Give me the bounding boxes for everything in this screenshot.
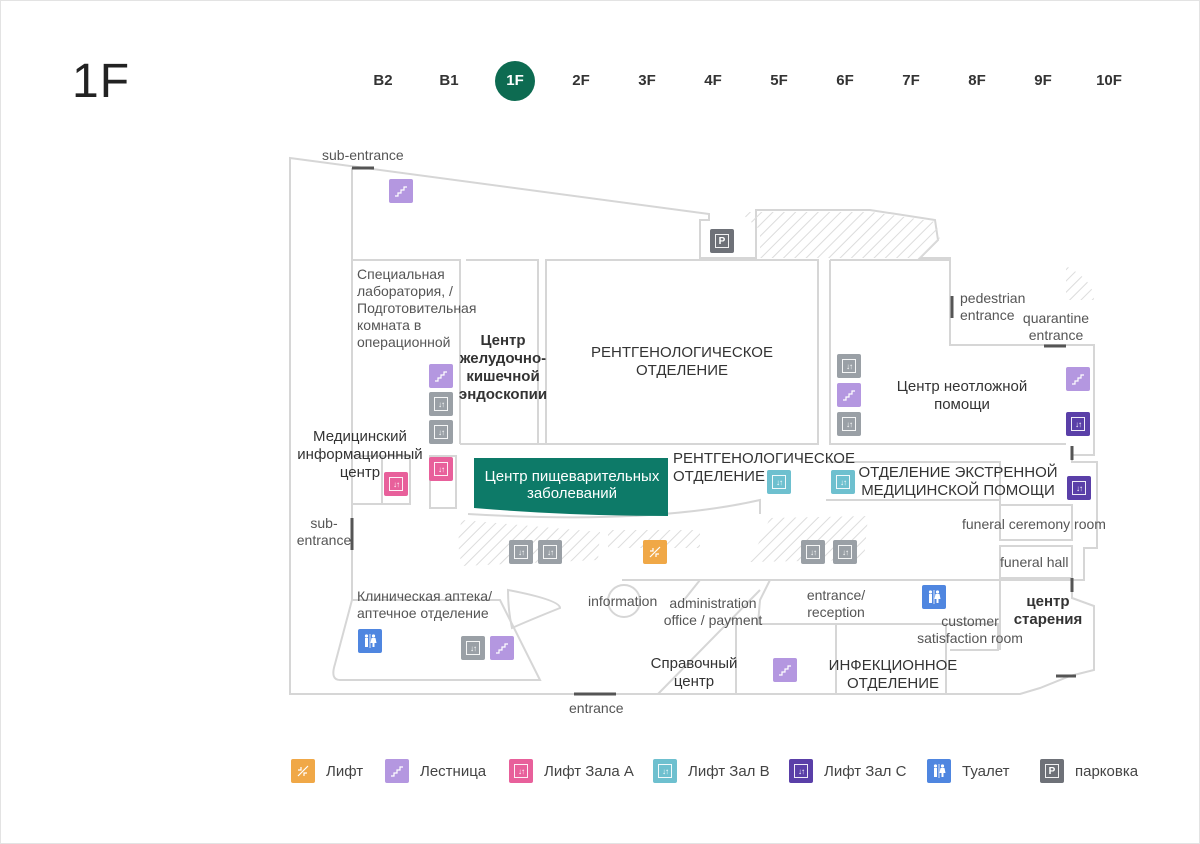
floor-title: 1F xyxy=(72,55,131,108)
elevator-icon[interactable]: ↓↑ xyxy=(429,392,453,416)
legend-label: Лифт Зал C xyxy=(824,762,907,780)
elevator-icon[interactable]: ↓↑ xyxy=(833,540,857,564)
stairs-icon[interactable] xyxy=(773,658,797,682)
elevator-hall-c-icon[interactable]: ↓↑ xyxy=(1066,412,1090,436)
legend-label: Лифт Зала A xyxy=(544,762,634,780)
floor-tab-9f[interactable]: 9F xyxy=(1034,72,1052,89)
parking-icon: P xyxy=(1040,759,1064,783)
stairs-icon[interactable] xyxy=(490,636,514,660)
elevator-icon[interactable]: ↓↑ xyxy=(461,636,485,660)
entrance-reception-label: entrance/reception xyxy=(806,587,866,620)
sub-entrance-top-label: sub-entrance xyxy=(322,147,404,163)
floor-tab-2f[interactable]: 2F xyxy=(572,72,590,89)
stairs-icon xyxy=(385,759,409,783)
legend-item-elevator-b[interactable]: ↓↑ Лифт Зал B xyxy=(653,758,770,784)
information-label: information xyxy=(588,593,658,609)
elevator-icon[interactable]: ↓↑ xyxy=(837,412,861,436)
funeral-hall-label: funeral hall xyxy=(1000,554,1069,570)
legend-item-stairs[interactable]: Лестница xyxy=(385,758,486,784)
parking-icon[interactable]: P xyxy=(710,229,734,253)
elevator-hall-c-icon: ↓↑ xyxy=(789,759,813,783)
floor-tab-b1[interactable]: B1 xyxy=(439,72,459,89)
elevator-hall-c-icon[interactable]: ↓↑ xyxy=(1067,476,1091,500)
elevator-hall-a-icon: ↓↑ xyxy=(509,759,533,783)
elevator-icon[interactable]: ↓↑ xyxy=(837,354,861,378)
legend-item-elevator[interactable]: Лифт xyxy=(291,758,363,784)
stairs-icon[interactable] xyxy=(389,179,413,203)
elevator-icon[interactable]: ↓↑ xyxy=(538,540,562,564)
elevator-hall-b-icon[interactable]: ↓↑ xyxy=(767,470,791,494)
elevator-hall-b-icon: ↓↑ xyxy=(653,759,677,783)
elevator-icon xyxy=(291,759,315,783)
floor-tab-6f[interactable]: 6F xyxy=(836,72,854,89)
toilet-icon[interactable] xyxy=(358,629,382,653)
elevator-icon[interactable]: ↓↑ xyxy=(801,540,825,564)
floor-tab-8f[interactable]: 8F xyxy=(968,72,986,89)
sub-entrance-left-label: sub-entrance xyxy=(296,515,352,548)
elevator-icon[interactable]: ↓↑ xyxy=(429,420,453,444)
floor-tab-10f[interactable]: 10F xyxy=(1096,72,1122,89)
elevator-icon[interactable]: ↓↑ xyxy=(509,540,533,564)
floor-tab-b2[interactable]: B2 xyxy=(373,72,393,89)
elevator-hall-a-icon[interactable]: ↓↑ xyxy=(384,472,408,496)
legend-label: Туалет xyxy=(962,762,1010,780)
entrance-bottom-label: entrance xyxy=(569,700,624,716)
legend-item-elevator-a[interactable]: ↓↑ Лифт Зала A xyxy=(509,758,634,784)
elevator-icon[interactable] xyxy=(643,540,667,564)
legend-label: Лестница xyxy=(420,762,487,780)
funeral-ceremony-label: funeral ceremony room xyxy=(962,516,1106,532)
floor-tab-1f[interactable]: 1F xyxy=(495,61,535,101)
legend-item-toilet[interactable]: Туалет xyxy=(927,758,1009,784)
elevator-hall-a-icon[interactable]: ↓↑ xyxy=(429,457,453,481)
floor-tab-7f[interactable]: 7F xyxy=(902,72,920,89)
stairs-icon[interactable] xyxy=(1066,367,1090,391)
pharmacy-label[interactable]: Клиническая аптека/аптечное отделение xyxy=(357,588,492,621)
stairs-icon[interactable] xyxy=(837,383,861,407)
toilet-icon xyxy=(927,759,951,783)
legend-item-elevator-c[interactable]: ↓↑ Лифт Зал C xyxy=(789,758,906,784)
legend-label: Лифт xyxy=(326,762,364,780)
legend-label: Лифт Зал B xyxy=(688,762,770,780)
floor-tab-3f[interactable]: 3F xyxy=(638,72,656,89)
stairs-icon[interactable] xyxy=(429,364,453,388)
legend-label: парковка xyxy=(1075,762,1139,780)
toilet-icon[interactable] xyxy=(922,585,946,609)
floor-tab-4f[interactable]: 4F xyxy=(704,72,722,89)
floor-tab-5f[interactable]: 5F xyxy=(770,72,788,89)
elevator-hall-b-icon[interactable]: ↓↑ xyxy=(831,470,855,494)
